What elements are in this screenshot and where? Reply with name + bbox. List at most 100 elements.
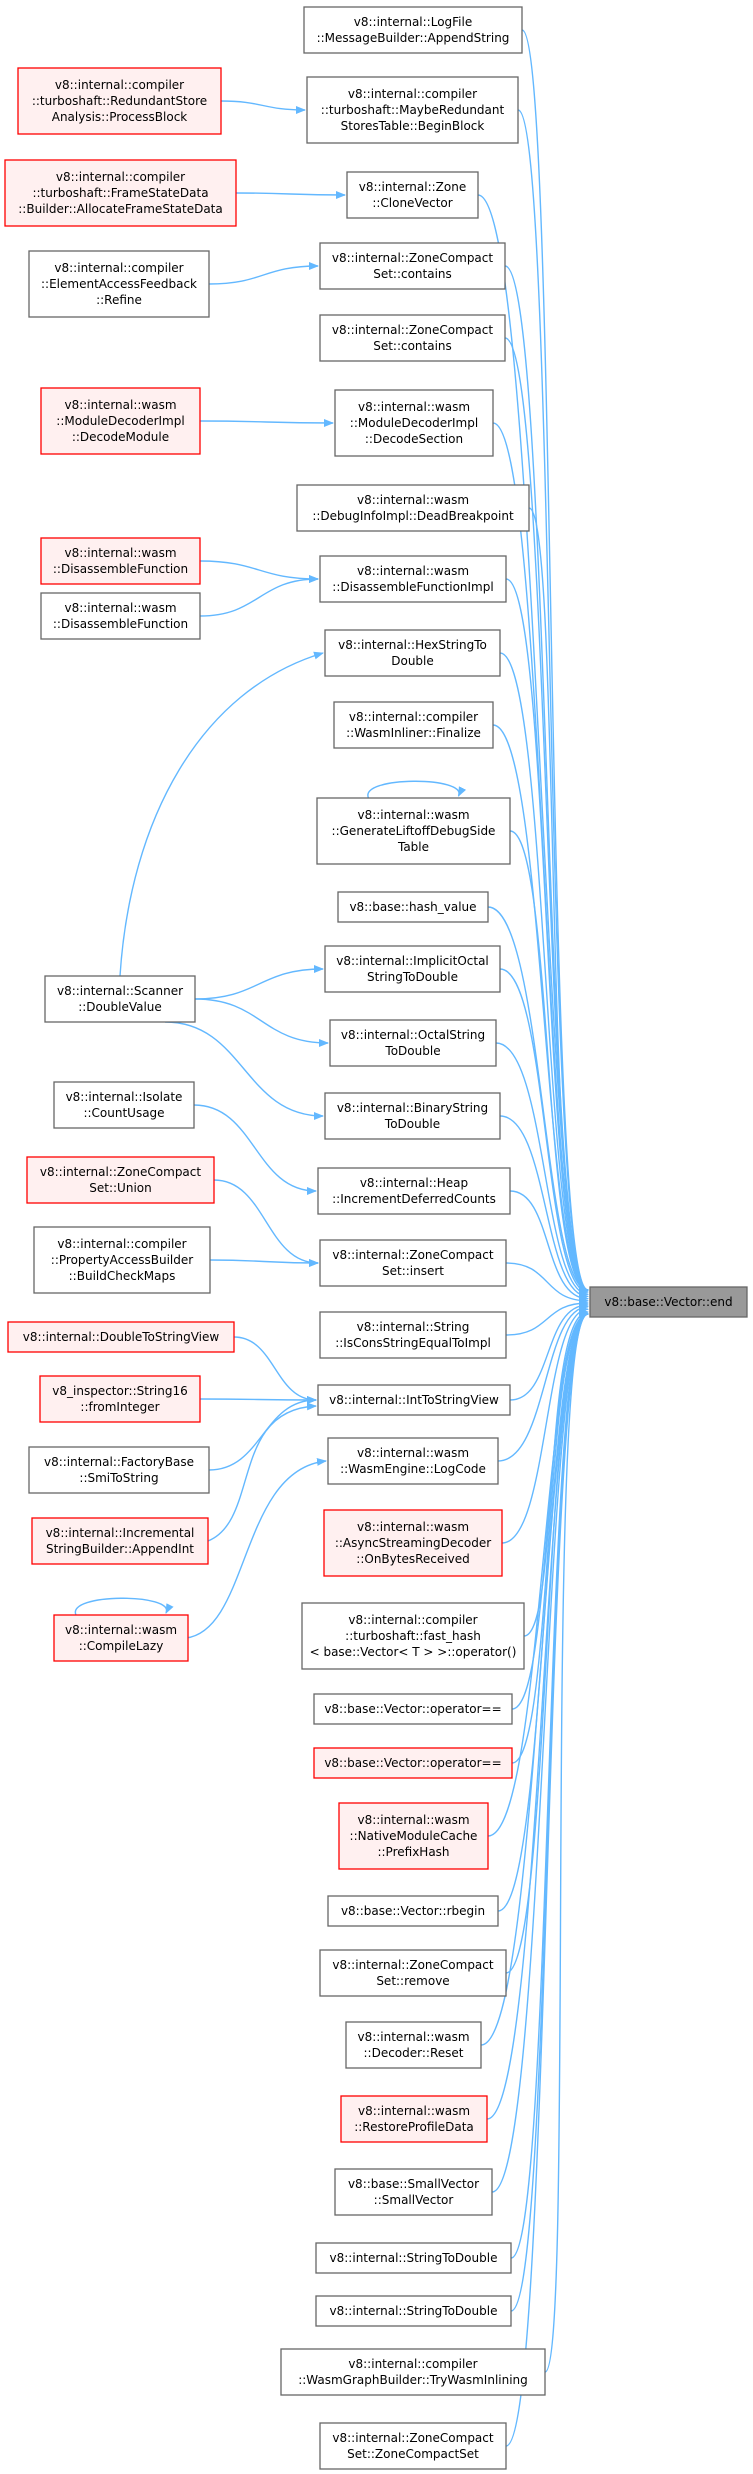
function-node[interactable]: v8::internal::ZoneCompactSet::contains	[319, 314, 506, 362]
function-node[interactable]: v8::internal::wasm::CompileLazy	[53, 1614, 189, 1662]
node-box	[334, 389, 494, 457]
node-box	[33, 1226, 211, 1294]
function-node[interactable]: v8::base::hash_value	[337, 891, 489, 923]
function-node[interactable]: v8::internal::Heap::IncrementDeferredCou…	[317, 1167, 511, 1215]
function-node[interactable]: v8::internal::wasm::Decoder::Reset	[345, 2021, 482, 2069]
node-label: v8::internal::HexStringTo	[338, 638, 487, 652]
function-node[interactable]: v8::internal::LogFile::MessageBuilder::A…	[303, 6, 523, 54]
function-node[interactable]: v8::internal::wasm::DisassembleFunctionI…	[319, 555, 507, 603]
function-node[interactable]: v8::internal::compiler::PropertyAccessBu…	[33, 1226, 211, 1294]
function-node[interactable]: v8::internal::wasm::ModuleDecoderImpl::D…	[40, 387, 201, 455]
function-node[interactable]: v8::internal::IncrementalStringBuilder::…	[31, 1517, 209, 1565]
edge-n30-to-target	[491, 1310, 589, 2193]
node-label: v8::internal::ZoneCompact	[332, 1248, 493, 1262]
node-label: v8::internal::StringToDouble	[330, 2304, 498, 2318]
function-node[interactable]: v8::base::SmallVector::SmallVector	[334, 2168, 493, 2216]
node-label: ::fromInteger	[80, 1400, 159, 1414]
edge-n25-to-target	[487, 1310, 589, 1837]
edge-l15-to-n20	[185, 1457, 327, 1639]
function-node[interactable]: v8::internal::Scanner::DoubleValue	[44, 975, 196, 1023]
function-node[interactable]: v8::internal::wasm::NativeModuleCache::P…	[338, 1802, 489, 1870]
function-node[interactable]: v8::internal::DoubleToStringView	[7, 1321, 235, 1353]
function-node[interactable]: v8::internal::compiler::turboshaft::Redu…	[17, 67, 222, 135]
node-box	[296, 484, 530, 532]
node-label: v8::internal::compiler	[54, 261, 183, 275]
node-label: v8::internal::wasm	[357, 808, 469, 822]
function-node[interactable]: v8::internal::wasm::ModuleDecoderImpl::D…	[334, 389, 494, 457]
function-node[interactable]: v8::internal::Zone::CloneVector	[346, 171, 479, 219]
function-node[interactable]: v8::base::Vector::operator==	[313, 1747, 513, 1779]
function-node[interactable]: v8::internal::compiler::turboshaft::Mayb…	[306, 76, 519, 144]
node-label: ::turboshaft::MaybeRedundant	[321, 103, 505, 117]
function-node[interactable]: v8::internal::wasm::DebugInfoImpl::DeadB…	[296, 484, 530, 532]
node-label: v8::internal::Incremental	[46, 1526, 195, 1540]
node-label: ::CountUsage	[83, 1106, 164, 1120]
function-node[interactable]: v8::internal::ZoneCompactSet::remove	[319, 1949, 507, 1997]
node-label: v8::internal::LogFile	[354, 15, 472, 29]
function-node[interactable]: v8::base::Vector::rbegin	[327, 1895, 499, 1927]
node-label: ::turboshaft::RedundantStore	[32, 94, 207, 108]
node-label: ::ElementAccessFeedback	[41, 277, 197, 291]
node-box	[327, 1895, 499, 1927]
function-node[interactable]: v8::internal::wasm::GenerateLiftoffDebug…	[316, 797, 511, 865]
node-label: ::Builder::AllocateFrameStateData	[18, 202, 222, 216]
function-node[interactable]: v8::internal::IntToStringView	[317, 1384, 511, 1416]
function-node[interactable]: v8::internal::wasm::AsyncStreamingDecode…	[323, 1509, 503, 1577]
node-box	[319, 242, 506, 290]
function-node[interactable]: v8::internal::wasm::RestoreProfileData	[340, 2095, 488, 2143]
function-node[interactable]: v8::internal::StringToDouble	[315, 2242, 512, 2274]
function-node[interactable]: v8::internal::ImplicitOctalStringToDoubl…	[324, 945, 501, 993]
function-node[interactable]: v8::internal::ZoneCompactSet::contains	[319, 242, 506, 290]
function-node[interactable]: v8::internal::FactoryBase::SmiToString	[28, 1446, 210, 1494]
function-node[interactable]: v8_inspector::String16::fromInteger	[39, 1375, 201, 1423]
edge-l15-self-loop	[75, 1597, 174, 1616]
edge-l6-to-n8	[199, 575, 319, 617]
edge-n10-to-target	[492, 724, 589, 1294]
function-node[interactable]: v8::internal::compiler::WasmGraphBuilder…	[280, 2348, 546, 2396]
function-node[interactable]: v8::internal::wasm::DisassembleFunction	[40, 592, 201, 640]
edge-n23-to-target	[511, 1310, 589, 1710]
function-node[interactable]: v8::internal::StringToDouble	[315, 2295, 512, 2327]
edge-l2-to-n3	[235, 190, 346, 199]
edge-n32-to-target	[510, 1310, 589, 2312]
function-node[interactable]: v8::internal::ZoneCompactSet::Union	[26, 1156, 215, 1204]
function-node[interactable]: v8::internal::ZoneCompactSet::insert	[319, 1239, 507, 1287]
edge-n15-to-target	[499, 1115, 589, 1301]
function-node[interactable]: v8::internal::compiler::turboshaft::fast…	[301, 1602, 525, 1670]
node-label: ::turboshaft::fast_hash	[345, 1629, 481, 1643]
edge-l9-to-n17	[213, 1179, 319, 1267]
node-label: v8::internal::compiler	[348, 2357, 477, 2371]
node-box	[40, 387, 201, 455]
node-box	[319, 1311, 507, 1359]
node-box	[313, 1693, 513, 1725]
node-box	[324, 945, 501, 993]
function-node[interactable]: v8::internal::Isolate::CountUsage	[53, 1081, 195, 1129]
target-node[interactable]: v8::base::Vector::end	[589, 1286, 748, 1318]
function-node[interactable]: v8::internal::wasm::DisassembleFunction	[40, 537, 201, 585]
edge-l3-to-n4	[208, 262, 319, 285]
node-label: v8::internal::FactoryBase	[44, 1455, 194, 1469]
function-node[interactable]: v8::internal::compiler::WasmInliner::Fin…	[333, 701, 494, 749]
function-node[interactable]: v8::base::Vector::operator==	[313, 1693, 513, 1725]
node-label: v8::internal::ZoneCompact	[40, 1165, 201, 1179]
node-label: v8::base::SmallVector	[348, 2177, 479, 2191]
function-node[interactable]: v8::internal::ZoneCompactSet::ZoneCompac…	[319, 2422, 507, 2470]
node-label: v8::internal::wasm	[357, 1520, 469, 1534]
edge-l11-to-n19	[233, 1336, 317, 1404]
function-node[interactable]: v8::internal::compiler::turboshaft::Fram…	[4, 159, 237, 227]
function-node[interactable]: v8::internal::compiler::ElementAccessFee…	[28, 250, 210, 318]
node-box	[4, 159, 237, 227]
function-node[interactable]: v8::internal::String::IsConsStringEqualT…	[319, 1311, 507, 1359]
node-label: ::WasmInliner::Finalize	[346, 726, 481, 740]
node-label: ::DisassembleFunction	[53, 617, 188, 631]
function-node[interactable]: v8::internal::wasm::WasmEngine::LogCode	[327, 1437, 499, 1485]
node-label: ::AsyncStreamingDecoder	[335, 1536, 491, 1550]
node-box	[346, 171, 479, 219]
node-label: ToDouble	[384, 1117, 440, 1131]
node-label: ::RestoreProfileData	[354, 2120, 474, 2134]
node-label: v8::internal::wasm	[357, 564, 469, 578]
node-label: ::SmiToString	[79, 1471, 158, 1485]
